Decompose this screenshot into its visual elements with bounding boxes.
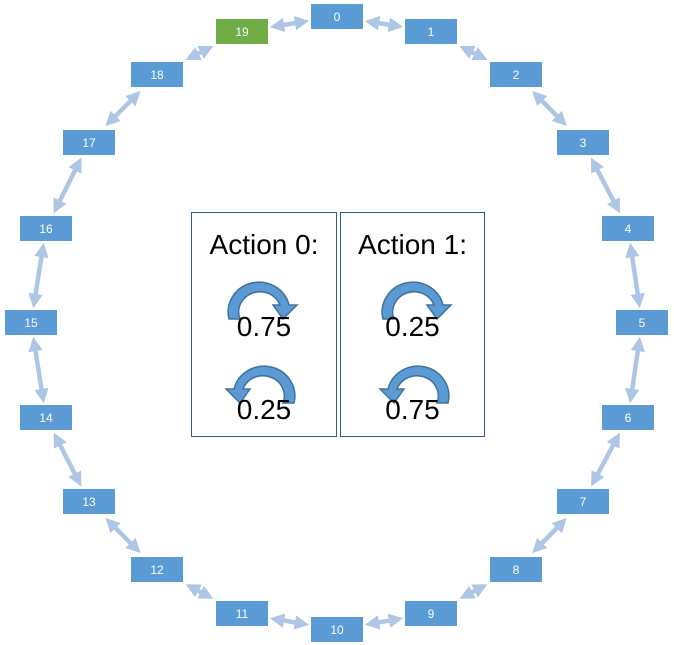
bidirectional-arrow-9-10 <box>364 613 404 630</box>
bidirectional-arrow-4-5 <box>625 242 645 309</box>
state-node-2: 2 <box>490 62 542 87</box>
state-node-18: 18 <box>131 62 183 87</box>
action-0-title: Action 0: <box>209 229 319 260</box>
state-node-10: 10 <box>311 617 363 642</box>
state-node-5: 5 <box>616 310 668 335</box>
state-node-11: 11 <box>216 601 268 626</box>
state-node-0: 0 <box>311 4 363 29</box>
bidirectional-arrow-2-3 <box>532 90 567 127</box>
action-0-panel: Action 0: 0.75 0.25 <box>191 212 337 437</box>
bidirectional-arrow-3-4 <box>590 157 621 214</box>
bidirectional-arrow-6-7 <box>591 432 620 487</box>
bidirectional-arrow-5-6 <box>625 336 645 404</box>
state-node-12: 12 <box>131 557 183 582</box>
state-node-9: 9 <box>405 601 457 626</box>
bidirectional-arrow-15-16 <box>28 242 49 309</box>
bidirectional-arrow-16-17 <box>53 157 82 214</box>
bidirectional-arrow-14-15 <box>28 336 49 404</box>
state-node-19: 19 <box>216 19 268 44</box>
state-node-17: 17 <box>63 130 115 155</box>
bidirectional-arrow-13-14 <box>53 432 82 487</box>
state-node-8: 8 <box>490 557 542 582</box>
bidirectional-arrow-11-12 <box>185 584 214 599</box>
bidirectional-arrow-18-19 <box>185 45 214 61</box>
state-node-16: 16 <box>20 216 72 241</box>
clockwise-arrow-icon <box>381 281 453 321</box>
bidirectional-arrow-8-9 <box>459 584 488 599</box>
bidirectional-arrow-1-2 <box>459 45 488 61</box>
action-0-counterclockwise-prob: 0.25 <box>236 394 292 425</box>
bidirectional-arrow-17-18 <box>105 90 141 127</box>
bidirectional-arrow-7-8 <box>532 517 567 554</box>
action-1-clockwise-prob: 0.25 <box>385 311 440 342</box>
bidirectional-arrow-10-11 <box>269 613 310 630</box>
action-1-panel: Action 1: 0.25 0.75 <box>340 212 485 437</box>
action-0-clockwise-prob: 0.75 <box>236 311 292 342</box>
state-node-3: 3 <box>557 130 609 155</box>
clockwise-arrow-icon <box>227 281 299 321</box>
state-node-14: 14 <box>20 405 72 430</box>
state-node-13: 13 <box>63 489 115 514</box>
action-1-title: Action 1: <box>358 229 467 260</box>
state-node-6: 6 <box>602 405 654 430</box>
counterclockwise-arrow-icon <box>224 365 296 405</box>
bidirectional-arrow-12-13 <box>105 517 141 554</box>
bidirectional-arrow-19-0 <box>269 16 310 32</box>
state-node-4: 4 <box>602 216 654 241</box>
counterclockwise-arrow-icon <box>378 365 450 405</box>
action-1-counterclockwise-prob: 0.75 <box>385 394 440 425</box>
state-node-1: 1 <box>405 19 457 44</box>
bidirectional-arrow-0-1 <box>364 16 404 32</box>
state-node-15: 15 <box>5 310 57 335</box>
state-node-7: 7 <box>557 489 609 514</box>
